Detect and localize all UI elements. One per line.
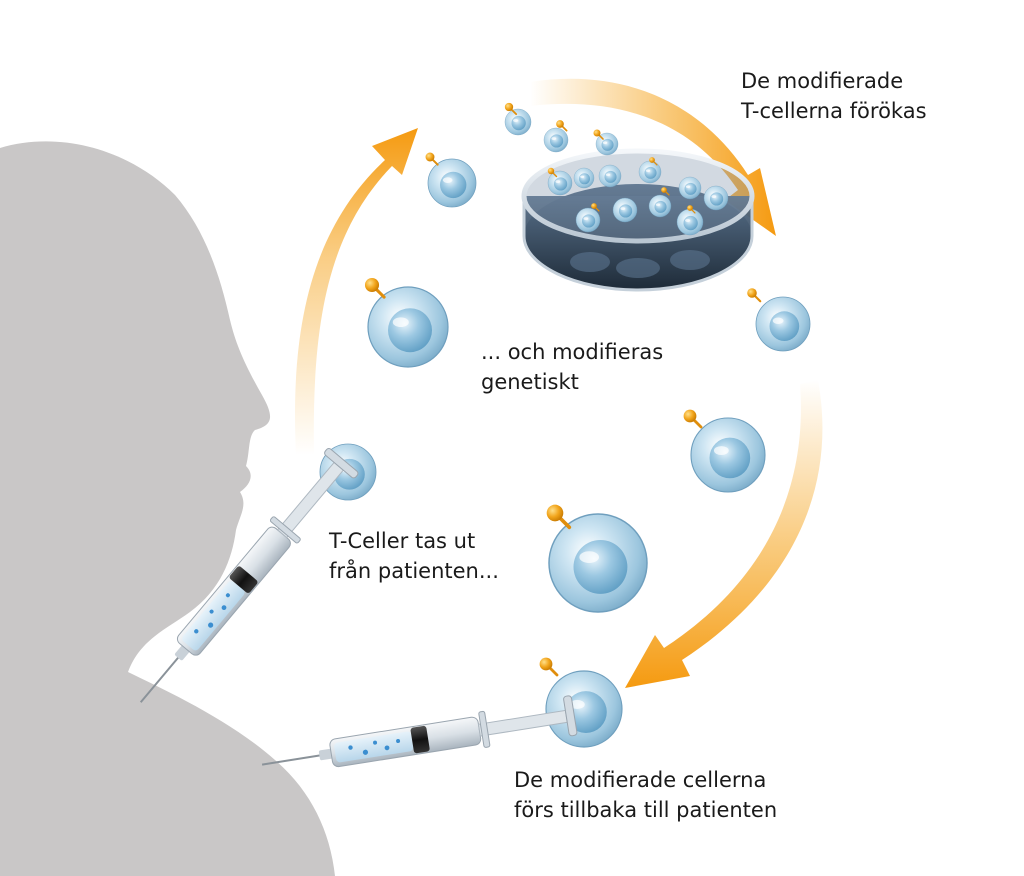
cell-floating-2 — [368, 287, 448, 367]
label-cells-returned: De modifierade cellerna förs tillbaka ti… — [514, 765, 777, 825]
patient-silhouette — [0, 141, 335, 876]
cell-floating-1 — [428, 159, 476, 207]
label-cells-returned-line1: De modifierade cellerna — [514, 768, 767, 792]
receptor-floating-2 — [365, 278, 384, 297]
receptor-floating-3 — [747, 288, 760, 301]
label-cells-returned-line2: förs tillbaka till patienten — [514, 798, 778, 822]
arrow-down — [625, 380, 823, 688]
receptor-returned — [540, 658, 557, 675]
arrow-top — [530, 78, 776, 236]
cell-floating-4 — [691, 418, 765, 492]
label-cells-extracted-line2: från patienten... — [329, 559, 499, 583]
label-cells-multiply-line1: De modifierade — [741, 69, 904, 93]
receptor-floating-5 — [547, 505, 570, 528]
label-genetic-modification-line1: ... och modifieras — [481, 340, 664, 364]
arrow-up — [295, 128, 418, 455]
label-genetic-modification: ... och modifieras genetiskt — [481, 337, 663, 397]
receptor-floating-4 — [684, 410, 701, 427]
label-genetic-modification-line2: genetiskt — [481, 370, 579, 394]
label-cells-multiply: De modifierade T-cellerna förökas — [741, 66, 927, 126]
cell-returned — [546, 671, 622, 747]
receptor-floating-1 — [426, 153, 438, 165]
label-cells-multiply-line2: T-cellerna förökas — [741, 99, 927, 123]
cell-floating-5 — [549, 514, 647, 612]
label-cells-extracted-line1: T-Celler tas ut — [329, 529, 476, 553]
label-cells-extracted: T-Celler tas ut från patienten... — [329, 526, 499, 586]
cell-floating-3 — [756, 297, 810, 351]
